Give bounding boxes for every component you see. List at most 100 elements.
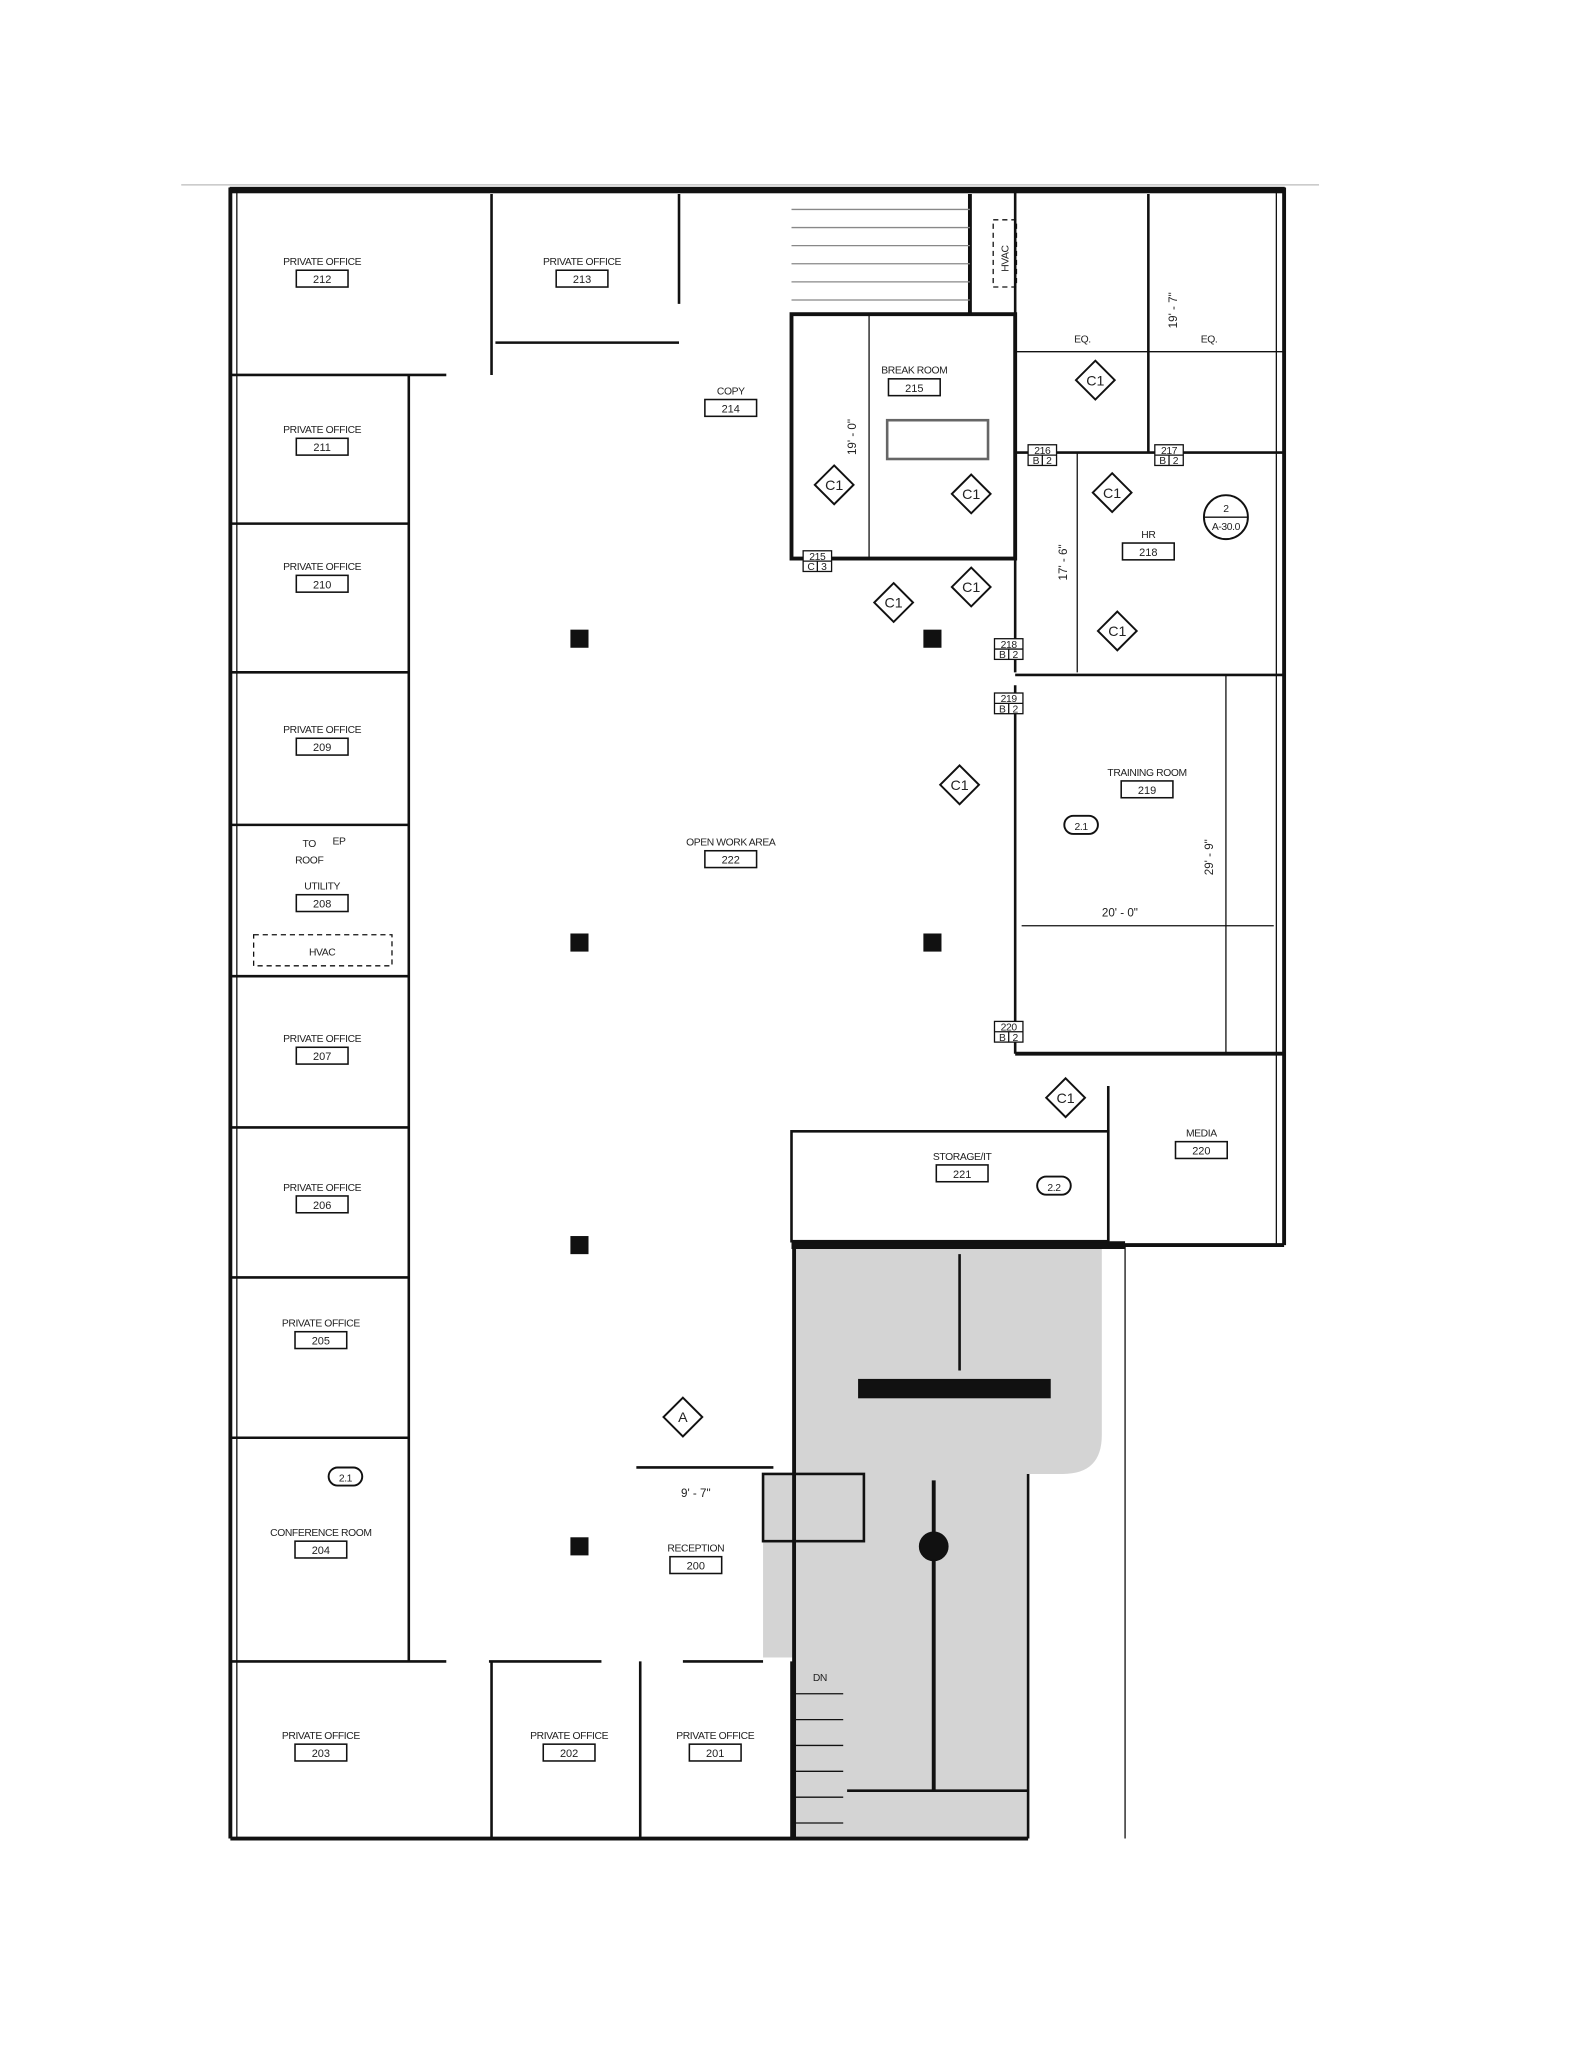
room-name: PRIVATE OFFICE (283, 1183, 361, 1194)
door-rating: 2 (1012, 1033, 1018, 1044)
finish-tag: C1 (962, 580, 980, 596)
room-number-box (294, 1743, 348, 1762)
note-label: TO (303, 839, 317, 850)
finish-tag: C1 (1103, 486, 1121, 502)
note-label: HVAC (1001, 244, 1012, 271)
room-name: PRIVATE OFFICE (676, 1731, 754, 1742)
finish-tag-diamond (662, 1396, 704, 1438)
room-name: HR (1141, 530, 1155, 541)
door-rating: 2 (1012, 704, 1018, 715)
wall-type-tag (327, 1466, 364, 1487)
door-number: 219 (1001, 694, 1018, 705)
room-number-box (1120, 780, 1174, 799)
column (570, 1537, 589, 1556)
wall-type-label: 2.1 (339, 1474, 353, 1485)
room-name: PRIVATE OFFICE (282, 1731, 360, 1742)
room-number-box (704, 849, 758, 869)
finish-tag-diamond (950, 566, 992, 608)
finish-tag-diamond (813, 464, 855, 506)
room-name: STORAGE/IT (933, 1152, 993, 1163)
room-number: 210 (313, 579, 331, 591)
finish-tag-diamond (938, 764, 981, 806)
door-type: B (999, 650, 1006, 661)
room-name: COPY (717, 386, 745, 397)
note-label: DN (813, 1673, 827, 1684)
room-number: 213 (573, 274, 591, 286)
room-number-box (688, 1743, 742, 1762)
section-number: 2 (1223, 504, 1229, 515)
room-number-box (1121, 542, 1175, 561)
wall-type-tag (1063, 814, 1099, 835)
door-type: C (807, 562, 815, 573)
finish-tag: C1 (950, 778, 968, 794)
room-number-box (935, 1164, 989, 1183)
finish-tag: C1 (1086, 373, 1104, 389)
door-rating: 2 (1173, 456, 1179, 467)
door-type: B (1159, 456, 1166, 467)
door-number: 217 (1161, 446, 1178, 457)
door-number: 218 (1001, 640, 1018, 651)
room-number: 221 (953, 1169, 971, 1181)
room-name: PRIVATE OFFICE (283, 562, 361, 573)
finish-tag-diamond (1044, 1076, 1087, 1119)
room-number: 219 (1138, 785, 1156, 797)
room-number: 201 (706, 1748, 724, 1760)
note-label: EP (332, 836, 346, 847)
room-number-box (295, 737, 349, 756)
room-number: 220 (1192, 1146, 1210, 1158)
room-number: 209 (313, 742, 331, 754)
structural-columns (570, 629, 942, 1556)
section-sheet: A-30.0 (1212, 522, 1241, 533)
room-name: PRIVATE OFFICE (283, 425, 361, 436)
dimension-label: 19' - 0" (846, 419, 859, 455)
room-number: 215 (905, 383, 923, 395)
door-number: 216 (1034, 446, 1051, 457)
room-number-box (887, 378, 941, 397)
room-name: TRAINING ROOM (1107, 768, 1186, 779)
door-number: 215 (809, 552, 826, 563)
finish-tag: C1 (885, 596, 903, 612)
room-name: CONFERENCE ROOM (270, 1528, 371, 1539)
room-number-box (295, 1046, 349, 1065)
room-number: 202 (560, 1748, 578, 1760)
room-name: PRIVATE OFFICE (530, 1731, 608, 1742)
room-name: PRIVATE OFFICE (283, 1034, 361, 1045)
room-name: PRIVATE OFFICE (543, 257, 621, 268)
room-number-box (294, 1330, 348, 1350)
dimension-label: 17' - 6" (1057, 544, 1070, 580)
door-number: 220 (1001, 1022, 1018, 1033)
room-number: 200 (687, 1561, 705, 1573)
finish-tag: C1 (1108, 624, 1126, 640)
note-label: HVAC (309, 947, 336, 958)
room-number: 205 (312, 1336, 330, 1348)
dimension-label: 19' - 7" (1167, 292, 1180, 328)
room-name: PRIVATE OFFICE (283, 725, 361, 736)
room-name: MEDIA (1186, 1128, 1217, 1139)
dimension-label: 9' - 7" (681, 1487, 711, 1500)
room-number: 203 (312, 1748, 330, 1760)
note-label: EQ. (1074, 335, 1091, 346)
column (570, 1236, 589, 1255)
finish-tag: C1 (962, 487, 980, 503)
room-name: PRIVATE OFFICE (282, 1319, 360, 1330)
room-number-box (295, 269, 349, 288)
room-number-box (295, 574, 349, 593)
room-number-box (295, 893, 349, 913)
room-number-box (1174, 1140, 1228, 1160)
room-number: 206 (313, 1200, 331, 1212)
wall-type-label: 2.1 (1075, 822, 1089, 833)
finish-tag-diamond (950, 473, 992, 515)
wall-type-label: 2.2 (1047, 1183, 1061, 1194)
room-number-box (295, 1195, 349, 1214)
column (923, 629, 942, 648)
dimension-label: 29' - 9" (1203, 839, 1216, 875)
room-name: PRIVATE OFFICE (283, 257, 361, 268)
room-number-box (555, 269, 609, 288)
door-type: B (999, 704, 1006, 715)
door-rating: 2 (1012, 650, 1018, 661)
room-number: 207 (313, 1051, 331, 1063)
room-number-box (704, 398, 758, 418)
column (923, 933, 942, 952)
